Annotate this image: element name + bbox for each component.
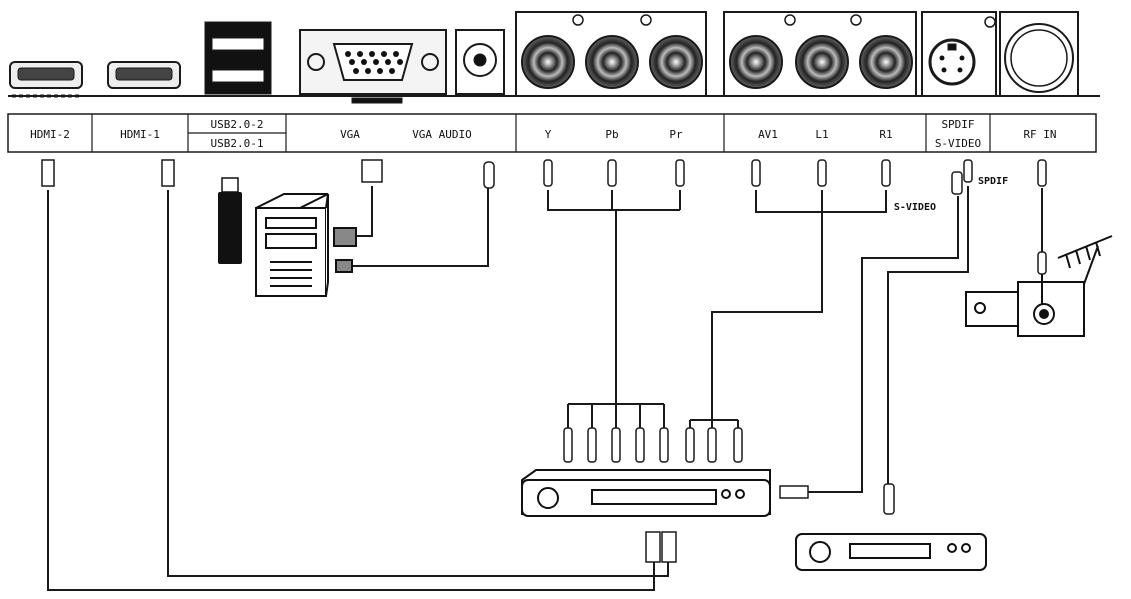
- hdmi-1-cable: [167, 190, 669, 577]
- rf-in-port: [999, 11, 1079, 97]
- label-spdif: SPDIF: [941, 118, 974, 131]
- dvd-player-main-icon: [521, 469, 771, 517]
- av-fan: [689, 419, 739, 428]
- svideo-cable: [808, 196, 959, 493]
- port-label-strip: HDMI-2 HDMI-1 USB2.0-2 USB2.0-1 VGA VGA …: [7, 113, 1097, 153]
- cable-label-spdif: SPDIF: [978, 176, 1008, 187]
- hdmi-1-port: [107, 61, 181, 89]
- spdif-cable: [887, 186, 969, 490]
- usb-flash-drive-icon: [218, 177, 242, 264]
- plugs: [41, 159, 1047, 563]
- label-pr: Pr: [669, 128, 683, 141]
- label-y: Y: [545, 128, 552, 141]
- label-av1: AV1: [758, 128, 778, 141]
- cable-label-svideo: S-VIDEO: [894, 202, 936, 213]
- vga-audio-plug: [483, 161, 495, 189]
- component-cable: [547, 190, 681, 404]
- hdmi-2-port: [9, 61, 83, 98]
- label-usb-2: USB2.0-2: [211, 118, 264, 131]
- tv-connector-panel: [8, 11, 1100, 104]
- vga-cable: [352, 186, 373, 237]
- usb-ports: [204, 21, 272, 95]
- label-rf-in: RF IN: [1023, 128, 1056, 141]
- component-jacks: [515, 11, 707, 97]
- vga-audio-jack: [455, 29, 505, 95]
- label-svideo: S-VIDEO: [935, 137, 981, 150]
- label-usb-1: USB2.0-1: [211, 137, 264, 150]
- hdmi-2-cable: [47, 190, 655, 591]
- vga-plug: [361, 159, 383, 183]
- label-vga-audio: VGA AUDIO: [412, 128, 472, 141]
- antenna-wall-plate: [965, 274, 1085, 337]
- pc-tower-icon: [255, 193, 357, 297]
- vga-audio-cable: [352, 186, 489, 267]
- vga-port: [299, 29, 447, 104]
- cables: [47, 186, 1043, 591]
- hdmi-2-plug: [41, 159, 55, 187]
- label-r1: R1: [879, 128, 892, 141]
- label-hdmi-2: HDMI-2: [30, 128, 70, 141]
- av-jacks: [723, 11, 917, 97]
- svideo-port: [921, 11, 997, 97]
- label-hdmi-1: HDMI-1: [120, 128, 160, 141]
- label-l1: L1: [815, 128, 828, 141]
- hdmi-1-plug: [161, 159, 175, 187]
- component-fan: [567, 403, 665, 428]
- label-vga: VGA: [340, 128, 360, 141]
- label-pb: Pb: [605, 128, 618, 141]
- dvd-player-secondary-icon: [795, 533, 987, 571]
- av-cable: [755, 190, 887, 213]
